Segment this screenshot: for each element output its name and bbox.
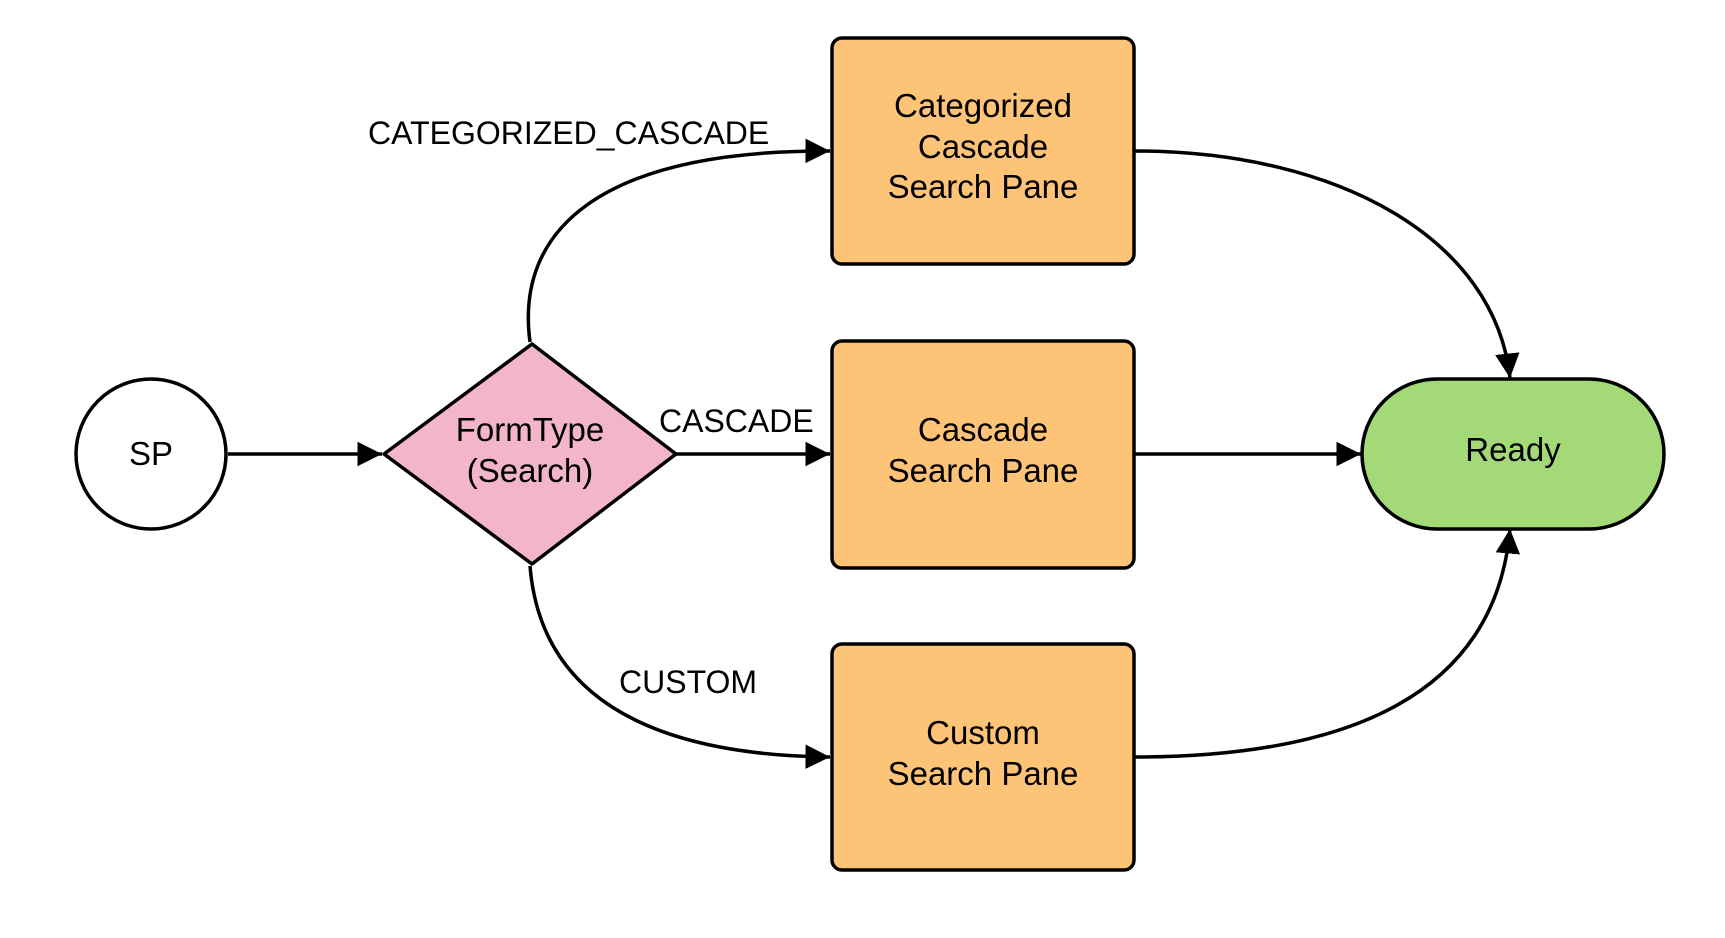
start-node-shape bbox=[74, 377, 228, 531]
categorized-cascade-search-pane-shape bbox=[830, 36, 1136, 266]
edge-label-cascade: CASCADE bbox=[659, 403, 814, 439]
categorized-cascade-label-line2: Cascade bbox=[918, 128, 1048, 165]
categorized-cascade-label-line1: Categorized bbox=[894, 87, 1072, 124]
edges bbox=[228, 138, 1521, 769]
edge-decision-to-categorized-cascade bbox=[526, 138, 831, 343]
categorized-cascade-search-pane-node: Categorized Cascade Search Pane bbox=[830, 36, 1136, 266]
custom-search-pane-node: Custom Search Pane bbox=[830, 642, 1136, 872]
ready-node-label: Ready bbox=[1465, 431, 1561, 468]
categorized-cascade-label-line3: Search Pane bbox=[888, 168, 1079, 205]
custom-label-line1: Custom bbox=[926, 714, 1040, 751]
decision-node-label-line1: FormType bbox=[456, 411, 605, 448]
decision-node-label-line2: (Search) bbox=[467, 452, 594, 489]
decision-node-shape bbox=[382, 342, 678, 566]
start-node: SP bbox=[74, 377, 228, 531]
edge-categorized-cascade-to-ready bbox=[1133, 149, 1520, 379]
edge-decision-to-custom bbox=[528, 565, 831, 769]
start-node-label: SP bbox=[129, 435, 173, 472]
edge-label-categorized-cascade: CATEGORIZED_CASCADE bbox=[368, 115, 769, 151]
cascade-label-line1: Cascade bbox=[918, 411, 1048, 448]
edge-label-custom: CUSTOM bbox=[619, 664, 757, 700]
ready-node: Ready bbox=[1360, 377, 1666, 531]
custom-label-line2: Search Pane bbox=[888, 755, 1079, 792]
ready-node-shape bbox=[1360, 377, 1666, 531]
decision-node: FormType (Search) bbox=[382, 342, 678, 566]
cascade-search-pane-shape bbox=[830, 339, 1136, 570]
cascade-search-pane-node: Cascade Search Pane bbox=[830, 339, 1136, 570]
cascade-label-line2: Search Pane bbox=[888, 452, 1079, 489]
custom-search-pane-shape bbox=[830, 642, 1136, 872]
edge-custom-to-ready bbox=[1133, 528, 1521, 759]
